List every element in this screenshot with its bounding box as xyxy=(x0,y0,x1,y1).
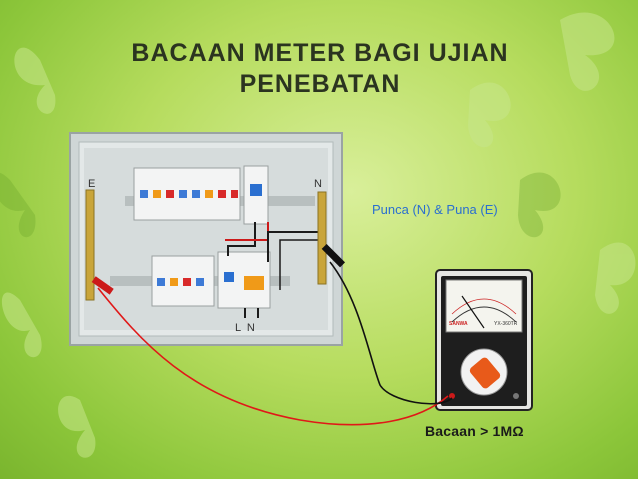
label-n: N xyxy=(314,178,322,190)
terminal-label: Punca (N) & Puna (E) xyxy=(372,202,498,217)
analog-multimeter xyxy=(435,269,533,411)
title-line-2: PENEBATAN xyxy=(239,70,401,98)
black-test-lead xyxy=(329,261,453,405)
red-test-lead xyxy=(97,287,449,426)
label-e: E xyxy=(88,178,96,190)
slide-title: BACAAN METER BAGI UJIAN PENEBATAN xyxy=(100,38,540,100)
title-line-1: BACAAN METER BAGI UJIAN xyxy=(131,39,509,67)
meter-brand: SANWA xyxy=(449,321,468,327)
label-l-n: L N xyxy=(235,322,255,334)
reading-label: Bacaan > 1MΩ xyxy=(425,423,524,439)
bottom-breaker-row xyxy=(151,251,271,309)
meter-model: YX-360TR xyxy=(494,321,518,327)
top-breaker-row xyxy=(133,165,269,225)
neutral-bar xyxy=(317,191,327,285)
earth-bar xyxy=(85,189,95,301)
